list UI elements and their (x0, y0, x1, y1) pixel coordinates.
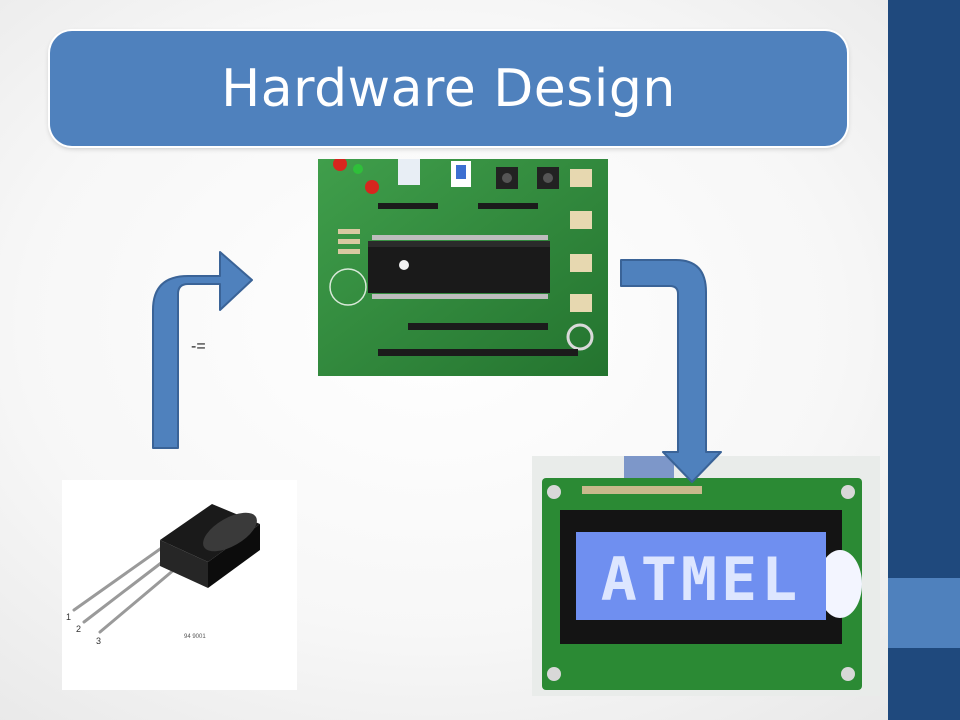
lcd-screen-text: ATMEL (601, 545, 802, 615)
stray-text: -= (191, 338, 206, 355)
arrow-sensor-to-board (152, 251, 253, 449)
side-decor-accent (888, 578, 960, 648)
arrow-board-to-lcd (620, 259, 722, 483)
lcd-icon: ATMEL (532, 456, 880, 696)
pcb-board-icon (318, 159, 608, 376)
lcd-display-image: ATMEL (532, 456, 880, 696)
part-label: 94 9001 (184, 634, 206, 640)
pin-label-1: 1 (66, 612, 71, 622)
pin-label-3: 3 (96, 636, 101, 646)
slide-title: Hardware Design (221, 58, 676, 119)
title-banner: Hardware Design (50, 31, 847, 146)
ir-receiver-icon: 1 2 3 94 9001 (62, 480, 297, 690)
ir-sensor-image: 1 2 3 94 9001 (62, 480, 297, 690)
microcontroller-board-image (318, 159, 608, 376)
pin-label-2: 2 (76, 624, 81, 634)
